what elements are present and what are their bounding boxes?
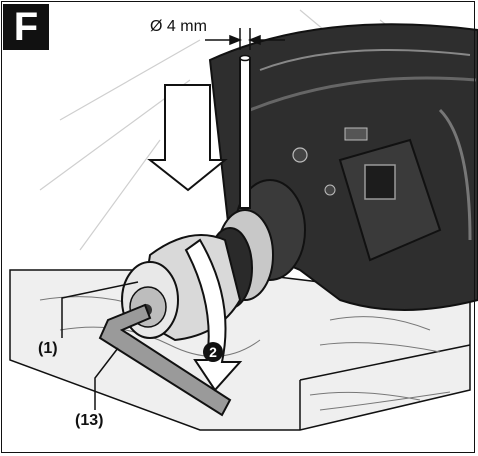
callout-label-13: (13) [75,412,104,429]
locking-pin [239,54,251,209]
down-arrow-icon [147,84,228,192]
callout-leaders [61,281,139,410]
dimension-label: Ø 4 mm [150,18,207,35]
background-sketch [39,9,471,251]
callout-label-1: (1) [38,340,58,357]
figure-letter-badge: F [3,4,49,50]
dimension-marker [205,28,285,50]
curved-arrow-icon [184,238,243,392]
hex-key [98,303,232,417]
circled-number-icon: 2 [203,342,223,362]
